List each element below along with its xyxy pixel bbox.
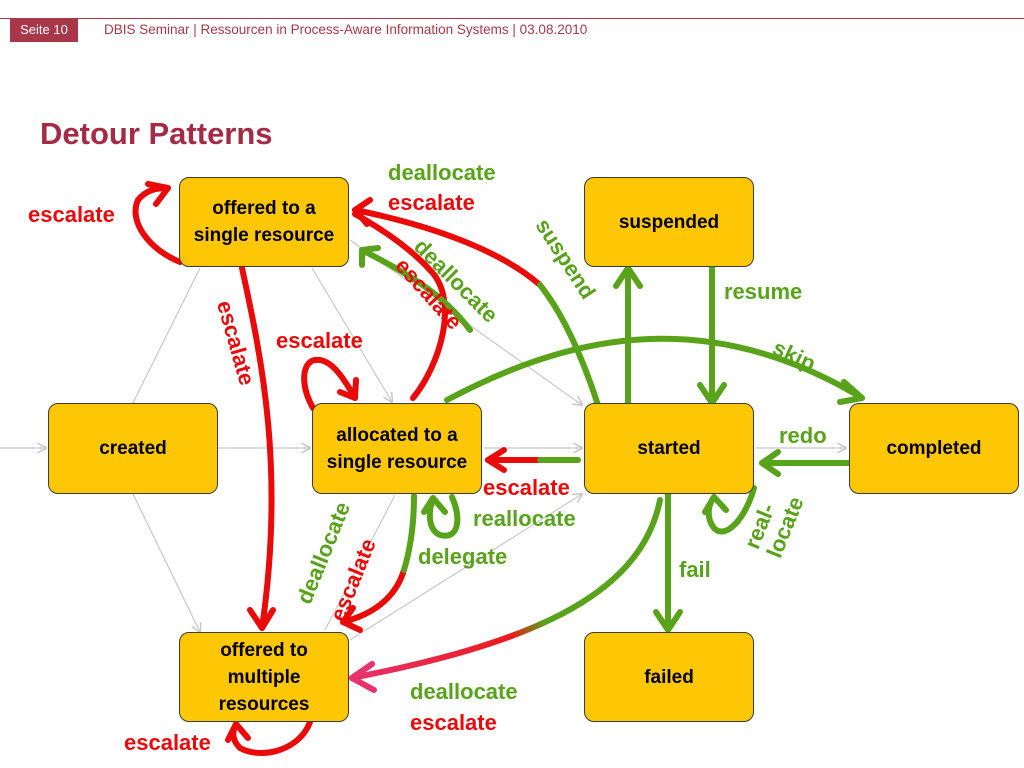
label-escalate-bottom-left: escalate	[124, 730, 211, 755]
escalate-started-to-offered-single	[352, 207, 543, 288]
escalate-offered-single-to-multiple	[239, 265, 275, 631]
escalate-started-to-allocated-head	[485, 447, 507, 473]
label-escalate-bottom-right: escalate	[410, 710, 497, 735]
state-failed: failed	[584, 632, 754, 722]
label-reallocate: reallocate	[473, 506, 576, 531]
state-suspended: suspended	[584, 177, 754, 267]
suspend-arrow-head	[613, 265, 643, 289]
deallocate-allocated-to-multiple	[401, 493, 417, 573]
fail-arrow-head	[653, 609, 683, 633]
label-escalate-started: escalate	[483, 475, 570, 500]
label-escalate-top: escalate	[388, 190, 475, 215]
escalate-allocated-to-offered-single	[352, 211, 448, 401]
label-escalate-mid: escalate	[276, 328, 363, 353]
offered-single-to-allocated-line	[311, 267, 392, 402]
skip-arrow	[444, 335, 865, 403]
state-started: started	[584, 403, 754, 494]
delegate-loop	[426, 494, 461, 539]
state-allocated-single: allocated to a single resource	[312, 403, 482, 494]
offered-multiple-to-allocated-line	[324, 494, 396, 631]
label-redo: redo	[779, 423, 827, 448]
offered-multiple-to-started-line	[349, 494, 582, 641]
escalate-loop-allocated-head	[337, 377, 359, 401]
escalate-allocated-to-multiple	[340, 567, 407, 625]
slide-title: Detour Patterns	[40, 116, 273, 151]
escalate-loop-offered-single	[132, 185, 183, 265]
created-to-offered-single-line	[132, 267, 201, 404]
deallocate-escalate-started-to-multiple	[349, 497, 663, 681]
escalate-to-offered-single-head	[352, 197, 373, 227]
state-completed: completed	[849, 403, 1019, 494]
base-transition-lines	[0, 239, 846, 641]
reallocate-loop-started-head	[702, 494, 729, 515]
page-number-badge: Seite 10	[10, 18, 78, 42]
escalate-loop-offered-single-head	[145, 181, 171, 207]
state-created: created	[48, 403, 218, 494]
state-offered-multiple: offered to multiple resources	[179, 632, 349, 722]
created-to-offered-multiple-line	[132, 493, 200, 632]
escalate-allocated-to-multiple-head	[340, 605, 363, 633]
state-offered-single: offered to a single resource	[179, 177, 349, 267]
header-rule	[0, 18, 1024, 19]
escalate-loop-allocated	[301, 356, 358, 411]
label-resume: resume	[724, 279, 803, 304]
escalate-offered-single-to-multiple-head	[247, 607, 276, 631]
delegate-loop-head	[421, 495, 448, 515]
label-deallocate-bottom: deallocate	[410, 679, 518, 704]
header-text: DBIS Seminar | Ressourcen in Process-Awa…	[104, 22, 588, 37]
label-delegate: delegate	[418, 544, 508, 569]
label-escalate-top-left: escalate	[28, 202, 115, 227]
deallocate-started-to-offered-single	[537, 282, 601, 408]
escalate-loop-offered-multiple-head	[225, 721, 251, 743]
skip-arrow-head	[837, 379, 865, 405]
redo-arrow-head	[759, 449, 781, 477]
deallocate-allocated-to-offered-single	[359, 247, 473, 333]
deallocate-allocated-to-offered-single-head	[359, 245, 381, 268]
label-deallocate-top: deallocate	[388, 160, 496, 185]
deallocate-escalate-started-to-multiple-head	[349, 661, 377, 693]
label-fail: fail	[679, 557, 711, 582]
